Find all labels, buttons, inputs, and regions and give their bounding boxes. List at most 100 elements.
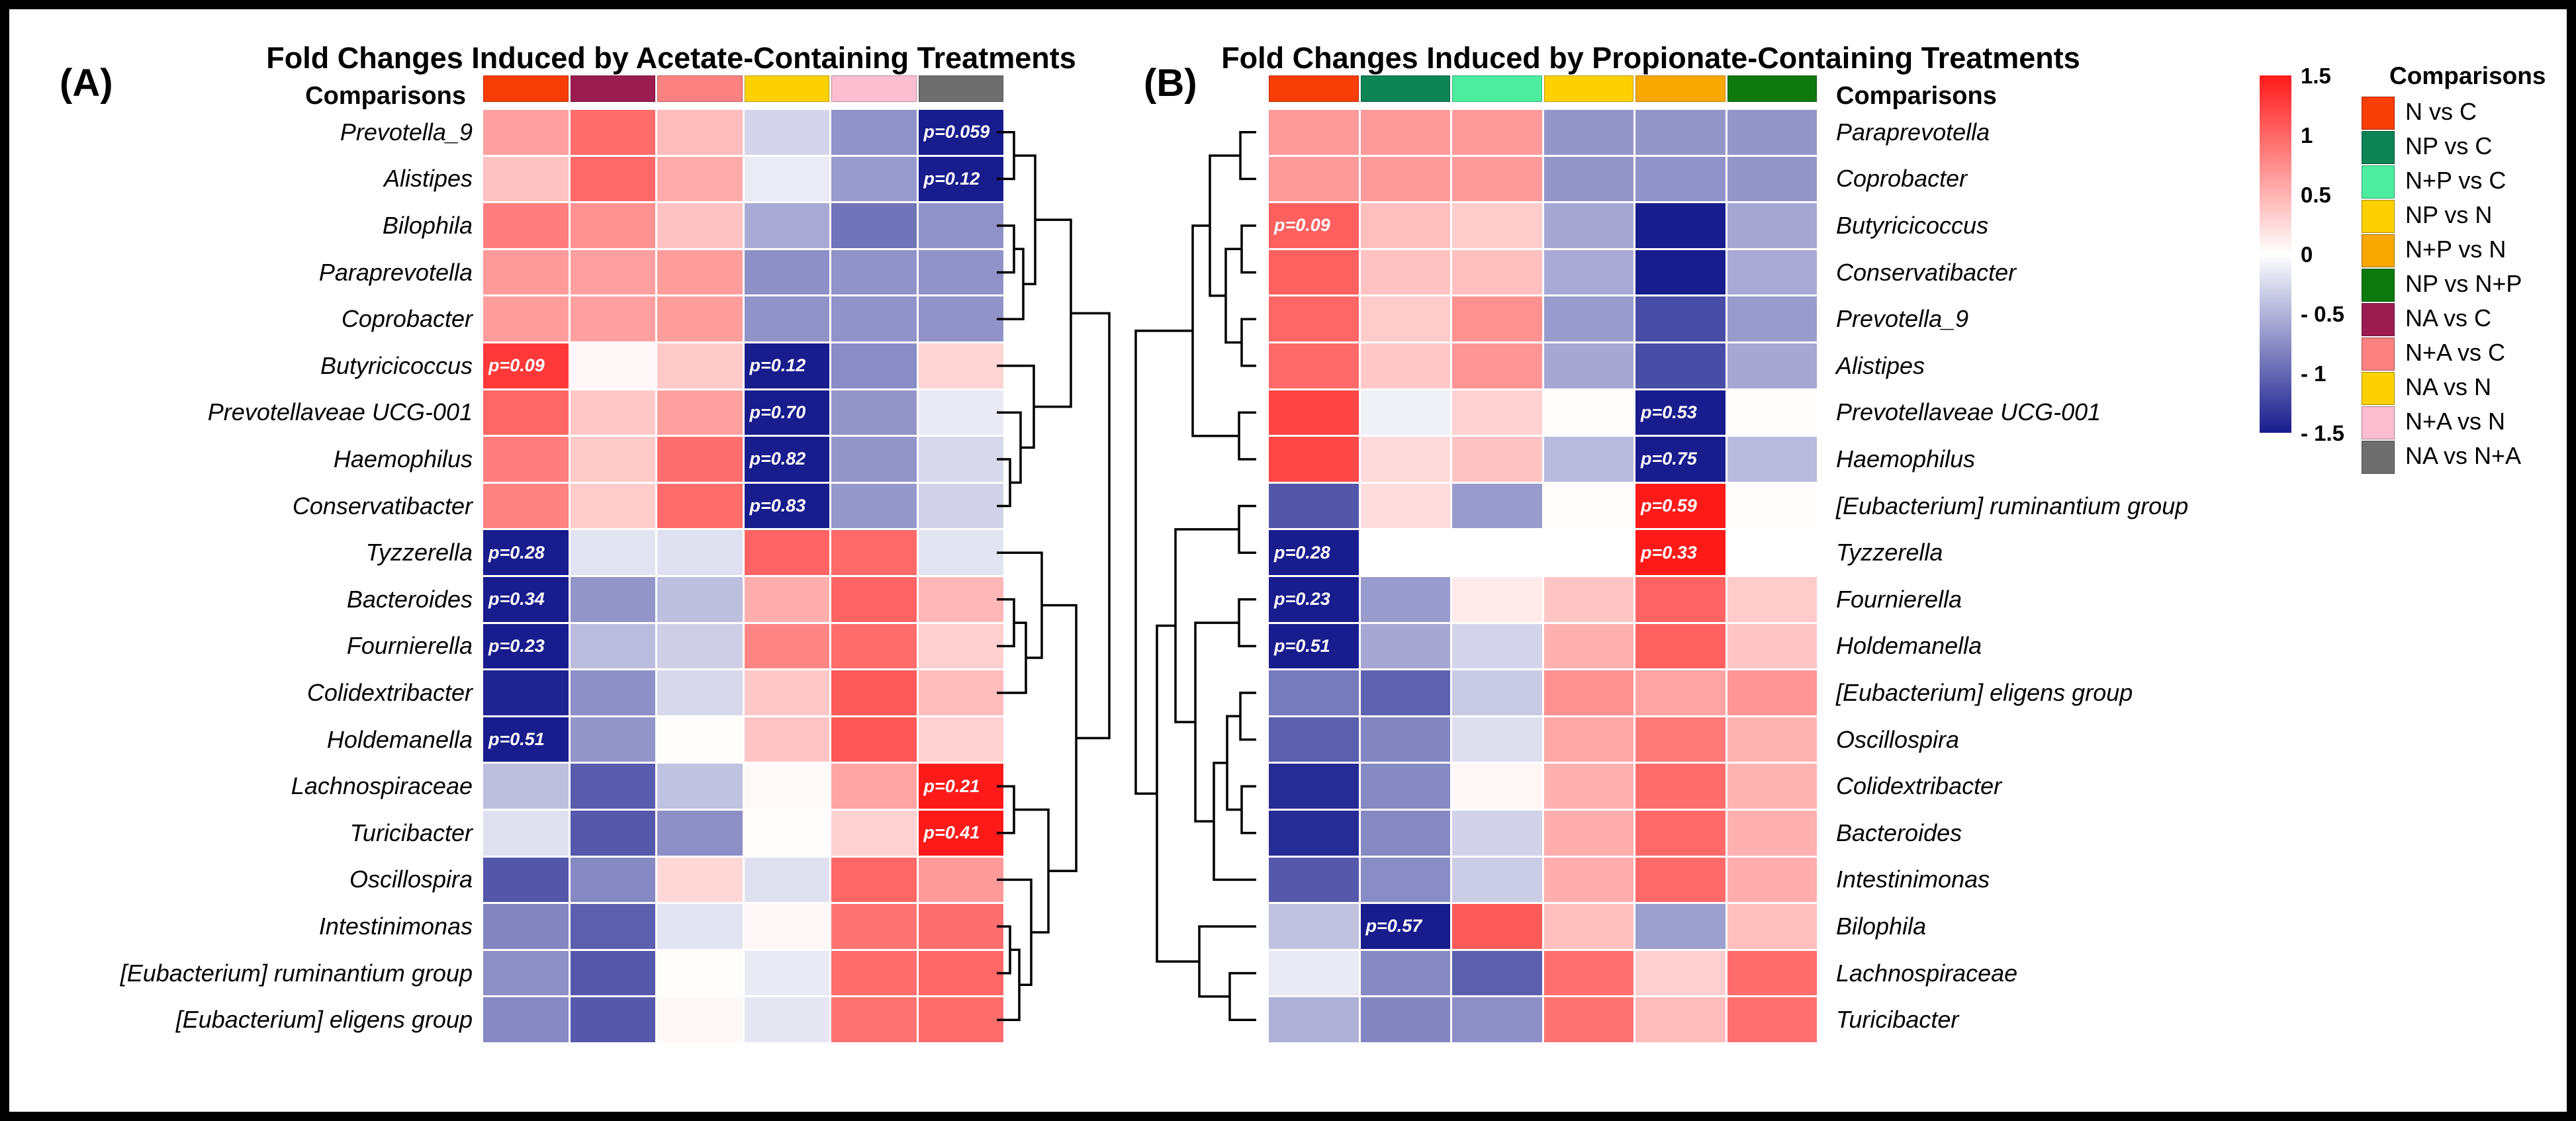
heatmap-cell	[570, 390, 655, 435]
row-label: Turicibacter	[349, 819, 473, 846]
heatmap-cell	[1635, 717, 1725, 762]
colorbar-tick-label: 1.5	[2301, 64, 2331, 88]
heatmap-cell	[483, 296, 569, 341]
heatmap-cell	[1727, 249, 1817, 295]
heatmap-cell	[1269, 390, 1359, 435]
heatmap-cell	[1452, 904, 1542, 949]
heatmap-cell	[1452, 156, 1542, 202]
heatmap-cell	[657, 437, 743, 482]
p-value-label: p=0.21	[923, 776, 980, 796]
heatmap-cell	[1543, 530, 1633, 575]
p-value-label: p=0.09	[1274, 215, 1330, 236]
heatmap-cell: p=0.09	[483, 343, 569, 388]
heatmap-cell	[1269, 343, 1359, 388]
panel-a-letter: (A)	[60, 62, 113, 105]
heatmap-cell	[657, 764, 743, 809]
heatmap-cell	[1452, 717, 1542, 762]
heatmap-cell	[744, 904, 829, 949]
heatmap-cell	[831, 857, 917, 903]
heatmap-cell: p=0.51	[483, 717, 569, 762]
row-label: Bacteroides	[346, 585, 473, 613]
heatmap-cell	[1360, 249, 1450, 295]
heatmap-cell: p=0.70	[744, 390, 829, 435]
row-label: Colidextribacter	[306, 678, 473, 706]
row-label: Coprobacter	[1836, 165, 1968, 193]
row-label: Paraprevotella	[318, 258, 473, 286]
heatmap-cell	[1269, 764, 1359, 809]
heatmap-cell	[1635, 950, 1725, 996]
heatmap-cell	[1543, 203, 1633, 248]
heatmap-cell: p=0.57	[1360, 904, 1450, 949]
heatmap-cell	[1452, 530, 1542, 575]
heatmap-cell	[831, 296, 917, 341]
heatmap-cell	[1727, 577, 1817, 622]
heatmap-cell	[1360, 203, 1450, 248]
heatmap-cell	[1360, 343, 1450, 388]
heatmap-cell	[918, 717, 1003, 762]
heatmap-cell	[1452, 296, 1542, 341]
heatmap-cell	[918, 904, 1003, 949]
heatmap-cell	[831, 950, 917, 996]
heatmap-cell	[744, 997, 829, 1042]
p-value-label: p=0.33	[1641, 542, 1697, 562]
heatmap-cell	[1635, 249, 1725, 295]
row-label: Alistipes	[1836, 351, 1925, 379]
column-annotation-na-vs-n	[744, 75, 829, 102]
heatmap-cell	[657, 203, 743, 248]
heatmap-cell	[918, 950, 1003, 996]
heatmap-cell: p=0.28	[1269, 530, 1359, 575]
heatmap-cell	[657, 296, 743, 341]
heatmap-cell	[1360, 623, 1450, 669]
p-value-label: p=0.75	[1641, 449, 1697, 469]
heatmap-cell	[570, 623, 655, 669]
heatmap-cell	[831, 390, 917, 435]
heatmap-cell	[657, 904, 743, 949]
heatmap-cell	[831, 156, 917, 202]
heatmap-cell	[1360, 950, 1450, 996]
heatmap-cell	[1360, 437, 1450, 482]
heatmap-cell	[570, 997, 655, 1042]
heatmap-cell	[1727, 296, 1817, 341]
legend-label: NP vs N+P	[2405, 270, 2522, 297]
legend-swatch	[2362, 337, 2395, 371]
row-label: Butyricicoccus	[1836, 211, 1989, 239]
heatmap-cell	[1360, 670, 1450, 715]
heatmap-cell	[483, 764, 569, 809]
heatmap-cell	[657, 670, 743, 715]
heatmap-cell	[570, 343, 655, 388]
heatmap-cell	[1543, 483, 1633, 529]
heatmap-cell	[570, 577, 655, 622]
heatmap-cell	[918, 249, 1003, 295]
heatmap-cell	[657, 156, 743, 202]
heatmap-cell	[1543, 156, 1633, 202]
row-label: Prevotellaveae UCG-001	[207, 398, 473, 426]
heatmap-cell	[918, 483, 1003, 529]
heatmap-cell: p=0.12	[744, 343, 829, 388]
panel-b-dendrogram	[1134, 131, 1256, 1021]
heatmap-cell: p=0.53	[1635, 390, 1725, 435]
heatmap-cell	[657, 717, 743, 762]
heatmap-cell	[1635, 156, 1725, 202]
heatmap-cell	[1452, 110, 1542, 155]
heatmap-cell	[1635, 811, 1725, 856]
heatmap-cell	[1635, 764, 1725, 809]
p-value-label: p=0.09	[488, 355, 545, 376]
heatmap-cell	[744, 764, 829, 809]
column-annotation-np-vs-n-p	[1727, 75, 1817, 102]
heatmap-cell	[1727, 437, 1817, 482]
colorbar-tick-label: 1	[2301, 123, 2313, 148]
row-label: Prevotella_9	[1836, 305, 1969, 333]
legend-swatch	[2362, 97, 2395, 130]
heatmap-cell	[1269, 296, 1359, 341]
legend-swatch	[2362, 165, 2395, 199]
heatmap-cell	[831, 811, 917, 856]
legend-swatch	[2362, 406, 2395, 439]
heatmap-cell	[657, 249, 743, 295]
heatmap-cell	[1452, 203, 1542, 248]
row-label: Colidextribacter	[1836, 772, 2002, 800]
heatmap-cell	[570, 203, 655, 248]
heatmap-cell	[1360, 997, 1450, 1042]
heatmap-cell	[570, 110, 655, 155]
heatmap-cell	[483, 390, 569, 435]
heatmap-cell	[657, 343, 743, 388]
